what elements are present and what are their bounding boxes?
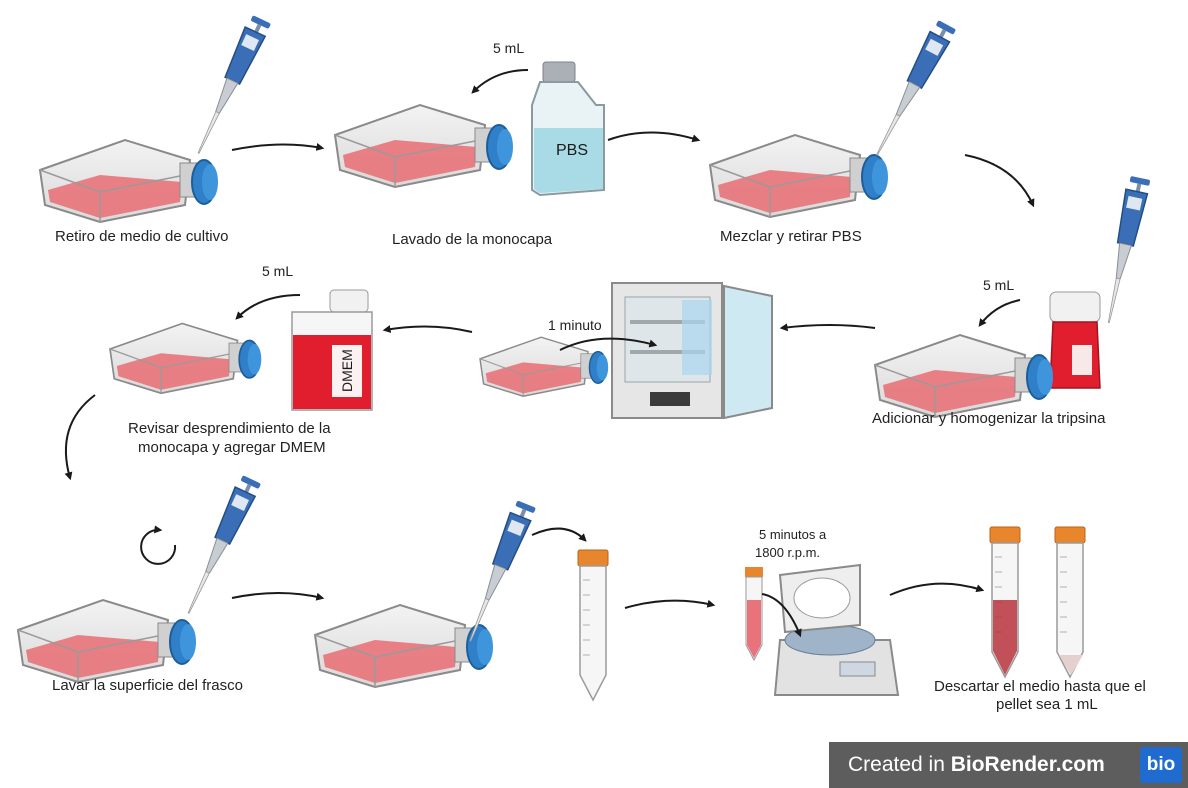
arrow-2 (471, 69, 529, 94)
pipette-1 (187, 13, 272, 159)
arrow-13 (624, 599, 716, 609)
flask-dmem (109, 322, 263, 395)
arrow-15 (889, 582, 985, 596)
step-label-4: Adicionar y homogenizar la tripsina (872, 410, 1106, 427)
pipette-4 (177, 473, 262, 619)
centrifuge-time: 5 minutos a (759, 527, 827, 542)
pipette-3 (1097, 174, 1152, 326)
arrow-14 (761, 593, 802, 638)
tube-small (745, 567, 763, 662)
pbs-label: PBS (556, 142, 588, 159)
flask-wash (17, 599, 197, 683)
biorender-logo-icon: bio (1140, 747, 1182, 783)
incubator (611, 282, 773, 420)
dmem-bottle: DMEM (291, 289, 373, 411)
flask-1 (39, 139, 219, 223)
step-label-3: Mezclar y retirar PBS (720, 228, 862, 245)
volume-pbs: 5 mL (493, 40, 525, 56)
step-label-2: Lavado de la monocapa (392, 231, 553, 248)
step-label-5b: monocapa y agregar DMEM (138, 439, 326, 456)
step-label-6: Lavar la superficie del frasco (52, 677, 243, 694)
step-label-7a: Descartar el medio hasta que el (934, 678, 1146, 695)
flask-2 (334, 104, 514, 188)
badge-brand: BioRender.com (950, 753, 1105, 776)
step-label-7b: pellet sea 1 mL (996, 696, 1098, 713)
rotate-icon (140, 525, 177, 565)
flow-arrows (64, 69, 1035, 638)
flask-3 (709, 134, 889, 218)
step-label-5a: Revisar desprendimiento de la (128, 420, 331, 437)
biorender-badge[interactable]: Created in BioRender.com bio (829, 742, 1188, 788)
arrow-10 (64, 394, 96, 481)
centrifuge (773, 563, 900, 696)
arrow-7 (559, 337, 658, 351)
tube-pellet (1054, 526, 1086, 678)
arrow-6 (779, 323, 876, 332)
tube-1 (577, 549, 609, 701)
flask-incubation (479, 336, 609, 397)
arrow-9 (235, 294, 301, 320)
arrow-1 (231, 143, 325, 151)
pipette-2 (866, 18, 957, 161)
badge-text: Created in BioRender.com (848, 742, 1105, 788)
arrow-4 (964, 154, 1035, 208)
arrow-12 (531, 527, 587, 542)
badge-created-in: Created in (848, 753, 951, 776)
arrow-5 (978, 299, 1021, 327)
step-label-1: Retiro de medio de cultivo (55, 228, 229, 245)
trypsin-bottle (1049, 291, 1101, 389)
centrifuge-speed: 1800 r.p.m. (755, 545, 821, 560)
flask-collect (314, 604, 494, 688)
pbs-bottle: PBS (531, 61, 605, 197)
incubation-time: 1 minuto (548, 317, 602, 333)
arrow-8 (382, 325, 473, 333)
dmem-label: DMEM (339, 349, 355, 392)
arrow-3 (607, 131, 701, 143)
volume-dmem: 5 mL (262, 263, 294, 279)
volume-trypsin: 5 mL (983, 277, 1015, 293)
arrow-11 (231, 592, 325, 601)
pipette-5 (459, 498, 537, 646)
flask-trypsin (874, 334, 1054, 418)
